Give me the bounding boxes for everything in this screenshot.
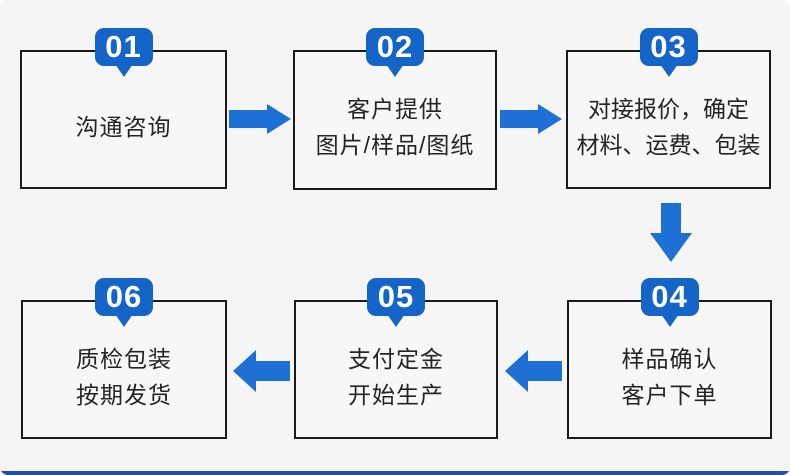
step-text-line: 沟通咨询 xyxy=(75,113,172,140)
bottom-accent-bar xyxy=(0,471,790,475)
step-text-line: 开始生产 xyxy=(348,381,444,408)
step-number: 01 xyxy=(105,29,142,64)
step-box-02: 02 客户提供 图片/样品/图纸 xyxy=(293,28,497,190)
step-box-03: 03 对接报价，确定 材料、运费、包装 xyxy=(566,28,771,189)
badge-tail-icon xyxy=(386,64,404,77)
step-number: 04 xyxy=(651,279,688,314)
step-box-06: 06 质检包装 按期发货 xyxy=(21,278,227,439)
arrow-right-icon xyxy=(229,104,291,134)
step-text-04: 样品确认 客户下单 xyxy=(622,341,718,413)
step-text-01: 沟通咨询 xyxy=(76,109,172,145)
step-text-06: 质检包装 按期发货 xyxy=(76,341,172,413)
step-text-05: 支付定金 开始生产 xyxy=(348,341,444,413)
step-number: 02 xyxy=(376,29,414,64)
step-text-line: 质检包装 xyxy=(76,345,172,372)
step-box-05: 05 支付定金 开始生产 xyxy=(294,278,498,439)
step-number: 06 xyxy=(105,279,143,314)
step-text-line: 材料、运费、包装 xyxy=(576,131,761,158)
arrow-down-icon xyxy=(650,203,692,262)
step-number: 03 xyxy=(650,29,687,64)
arrow-left-icon xyxy=(233,350,290,392)
step-text-line: 样品确认 xyxy=(621,345,718,372)
badge-tail-icon xyxy=(114,64,133,77)
step-badge-01: 01 xyxy=(94,28,153,77)
step-text-line: 图片/样品/图纸 xyxy=(315,132,475,158)
step-badge-04: 04 xyxy=(640,278,699,327)
step-text-line: 支付定金 xyxy=(348,345,444,372)
step-text-03: 对接报价，确定 材料、运费、包装 xyxy=(577,91,761,163)
step-badge-03: 03 xyxy=(639,28,698,77)
step-box-04: 04 样品确认 客户下单 xyxy=(567,278,772,439)
badge-tail-icon xyxy=(659,64,678,77)
step-box-01: 01 沟通咨询 xyxy=(20,28,227,189)
step-number: 05 xyxy=(377,279,415,314)
step-text-line: 客户下单 xyxy=(621,381,718,408)
arrow-left-icon xyxy=(505,350,562,392)
badge-tail-icon xyxy=(387,314,405,327)
step-badge-06: 06 xyxy=(95,278,153,327)
step-text-line: 按期发货 xyxy=(76,381,172,408)
badge-tail-icon xyxy=(115,314,133,327)
step-text-02: 客户提供 图片/样品/图纸 xyxy=(316,91,475,163)
badge-tail-icon xyxy=(660,314,679,327)
step-text-line: 对接报价，确定 xyxy=(588,95,749,122)
step-text-line: 客户提供 xyxy=(347,96,443,122)
step-badge-05: 05 xyxy=(367,278,425,327)
step-badge-02: 02 xyxy=(366,28,424,77)
arrow-right-icon xyxy=(500,104,562,134)
